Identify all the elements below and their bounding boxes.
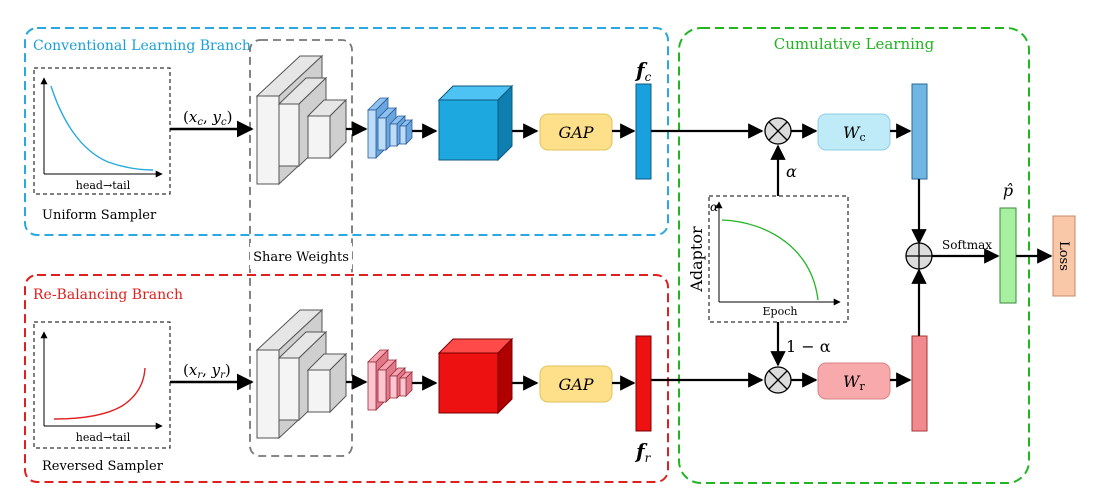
classifier-wc-label: Wc (843, 123, 866, 144)
rebalancing-branch-title: Re-Balancing Branch (33, 287, 183, 303)
conventional-feature-cube (437, 84, 514, 162)
feature-vector-fr (635, 335, 652, 432)
share-weights-label: Share Weights (253, 250, 349, 265)
adaptor-curve (721, 219, 819, 301)
adaptor-panel: α Epoch (708, 195, 849, 323)
uniform-sampler: head→tail (33, 67, 171, 195)
uniform-sampler-caption: Uniform Sampler (42, 208, 157, 223)
uniform-sampler-curve (50, 85, 154, 171)
multiply-node-bottom (764, 366, 792, 394)
reversed-sampler-caption: Reversed Sampler (42, 459, 164, 474)
uniform-sampler-axis-label: head→tail (76, 179, 131, 192)
backbone-bottom (255, 308, 348, 440)
conventional-feature-layers (367, 97, 413, 159)
softmax-label: Softmax (942, 238, 992, 252)
sum-node (905, 242, 933, 270)
adaptor-label: Adaptor (687, 226, 706, 293)
multiply-node-top (764, 117, 792, 145)
rebalancing-branch-frame (24, 274, 669, 483)
feature-fr-label: fr (634, 439, 652, 465)
prediction-label: p̂ (1003, 181, 1013, 200)
one-minus-alpha-label: 1 − α (786, 337, 831, 356)
reversed-sampler-axis-label: head→tail (76, 431, 131, 444)
weighted-logits-bottom (911, 335, 928, 432)
classifier-wr-label: Wr (843, 372, 865, 393)
adaptor-y-axis-label: α (710, 200, 718, 214)
rebalancing-feature-layers (367, 349, 413, 411)
share-weights-frame (249, 39, 353, 457)
alpha-label: α (786, 162, 797, 181)
conventional-input-label: (xc, yc) (183, 108, 232, 128)
gap-label-top: GAP (558, 123, 593, 142)
cumulative-learning-title: Cumulative Learning (774, 35, 935, 53)
prediction-vector (999, 207, 1017, 304)
feature-vector-fc (635, 83, 652, 180)
cumulative-learning-frame (678, 27, 1030, 484)
reversed-sampler-curve (53, 367, 146, 420)
loss-label: Loss (1056, 241, 1071, 271)
loss-box (1052, 215, 1076, 297)
rebalancing-feature-cube (437, 337, 514, 415)
backbone-top (255, 54, 348, 186)
reversed-sampler: head→tail (33, 321, 171, 449)
feature-fc-label: fc (634, 58, 652, 84)
conventional-branch-title: Conventional Learning Branch (33, 38, 251, 54)
rebalancing-input-label: (xr, yr) (183, 361, 231, 381)
gap-label-bottom: GAP (558, 375, 593, 394)
weighted-logits-top (911, 83, 928, 180)
adaptor-x-axis-label: Epoch (763, 305, 798, 318)
